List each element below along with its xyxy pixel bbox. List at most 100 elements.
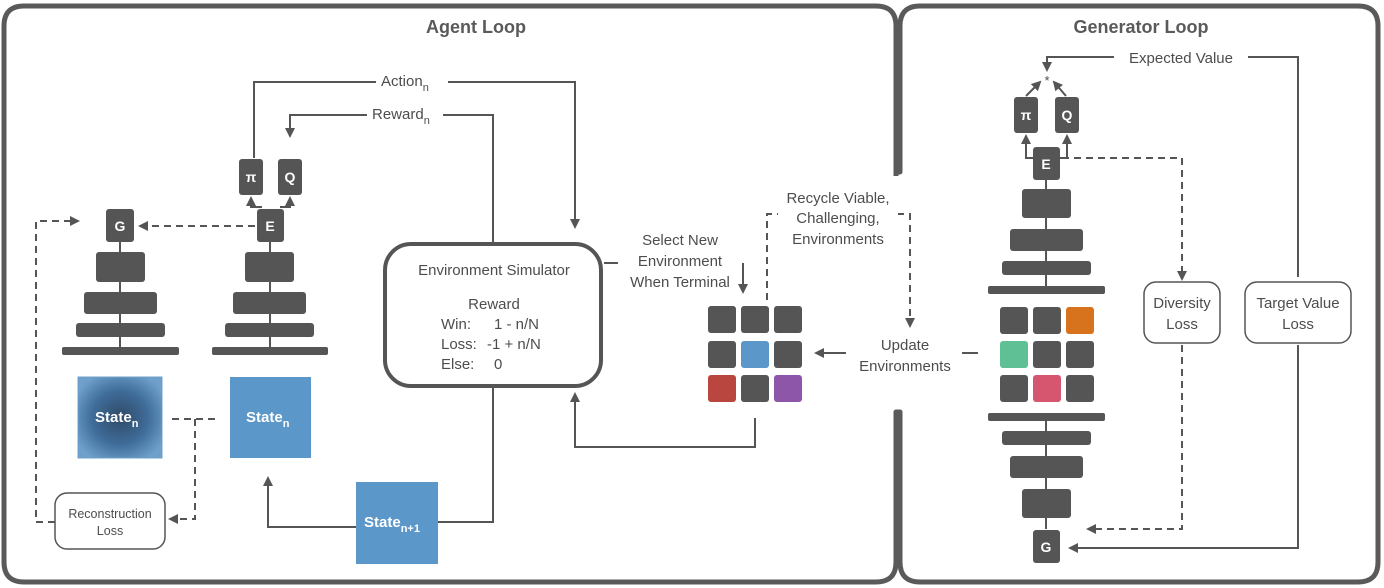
reward-arrow — [285, 114, 494, 243]
env-cell — [741, 306, 769, 333]
gen-g-box — [1033, 530, 1060, 563]
action-label: Actionn — [381, 73, 429, 94]
gen-q-box — [1055, 97, 1079, 133]
gen-layer-4 — [988, 286, 1105, 294]
agent-g-box — [106, 209, 134, 242]
gen-g-label: G — [1041, 539, 1052, 555]
reward-label-bg — [367, 104, 443, 126]
gen-env-cell-green — [1000, 341, 1028, 368]
action-arrow — [253, 81, 580, 229]
simulator-title: Environment Simulator — [418, 262, 570, 279]
gen-layer-8 — [1022, 489, 1071, 518]
env-cell — [708, 341, 736, 368]
expected-value-arrow — [1042, 56, 1299, 277]
gen-env-cell — [1066, 375, 1094, 402]
recon-dashed-down — [168, 419, 196, 524]
gen-env-cell — [1033, 341, 1061, 368]
select-line1: Select New — [642, 232, 718, 249]
expected-value-bg — [1114, 46, 1248, 68]
agent-q-box — [278, 159, 302, 195]
encoder-layer-3 — [225, 323, 314, 337]
env-cell-purple — [774, 375, 802, 402]
current-state-label: Staten — [246, 409, 290, 430]
gen-env-cell — [1000, 375, 1028, 402]
decoder-layer-3 — [76, 323, 165, 337]
gen-pi-box — [1014, 97, 1038, 133]
reconstruction-loss-box — [54, 492, 166, 550]
reconstruction-loss-line1: Reconstruction — [68, 507, 151, 521]
simulator-else-label: Else: — [441, 356, 474, 373]
select-label-bg — [618, 230, 742, 292]
generator-loop-title: Generator Loop — [1073, 17, 1208, 37]
recon-to-g-dashed — [35, 216, 80, 523]
action-label-bg — [376, 70, 448, 92]
diversity-line2: Loss — [1166, 316, 1198, 333]
recycle-line2: Challenging, — [796, 210, 879, 227]
agent-loop-title: Agent Loop — [426, 17, 526, 37]
generated-environment-grid — [1000, 307, 1094, 402]
target-line1: Target Value — [1256, 295, 1339, 312]
agent-pi-label: π — [246, 169, 257, 185]
simulator-loss-value: -1 + n/N — [487, 336, 541, 353]
env-cell-blue — [741, 341, 769, 368]
agent-q-label: Q — [285, 169, 296, 185]
agent-e-box — [257, 209, 284, 242]
update-line2: Environments — [859, 358, 951, 375]
encoder-layer-1 — [245, 252, 294, 282]
gen-q-label: Q — [1062, 107, 1073, 123]
simulator-else-value: 0 — [494, 356, 502, 373]
diversity-to-g-dashed — [1086, 345, 1183, 534]
agent-pi-box — [239, 159, 263, 195]
env-cell-red — [708, 375, 736, 402]
update-line1: Update — [881, 337, 929, 354]
agent-g-label: G — [115, 218, 126, 234]
agent-e-to-pi — [246, 196, 262, 208]
select-line2: Environment — [638, 253, 723, 270]
expected-value-star: * — [1045, 74, 1050, 88]
gen-env-cell — [1066, 341, 1094, 368]
diversity-loss-box — [1143, 281, 1221, 344]
gen-layer-6 — [1002, 431, 1091, 445]
reward-label: Rewardn — [372, 106, 430, 127]
panel-gap-mask — [893, 176, 903, 408]
simulator-reward-heading: Reward — [468, 296, 520, 313]
diversity-line1: Diversity — [1153, 295, 1211, 312]
target-line2: Loss — [1282, 316, 1314, 333]
expected-value-label: Expected Value — [1129, 50, 1233, 67]
env-cell — [774, 341, 802, 368]
reconstructed-state-box — [77, 376, 163, 459]
encoder-layer-4 — [212, 347, 328, 355]
select-line3: When Terminal — [630, 274, 730, 291]
pi-to-star — [1025, 80, 1042, 97]
next-state-label: Staten+1 — [364, 514, 420, 535]
simulator-to-next-state — [438, 386, 494, 523]
env-cell — [741, 375, 769, 402]
recycle-label-bg — [778, 184, 898, 250]
reconstruction-loss-line2: Loss — [97, 524, 123, 538]
pool-to-simulator — [570, 392, 756, 448]
environment-pool-grid — [708, 306, 802, 402]
gen-layer-1 — [1022, 189, 1071, 218]
gen-layer-7 — [1010, 456, 1083, 478]
next-state-to-state — [263, 476, 356, 528]
simulator-win-value: 1 - n/N — [494, 316, 539, 333]
target-to-g — [1068, 345, 1299, 553]
env-cell — [708, 306, 736, 333]
env-cell — [774, 306, 802, 333]
gen-env-cell-orange — [1066, 307, 1094, 334]
agent-e-label: E — [265, 218, 274, 234]
gen-e-to-pi — [1021, 134, 1036, 159]
recycle-line1: Recycle Viable, — [786, 190, 889, 207]
update-label-bg — [846, 334, 962, 378]
q-to-star — [1052, 80, 1067, 97]
gen-env-cell-pink — [1033, 375, 1061, 402]
target-value-loss-box — [1244, 281, 1352, 344]
simulator-win-label: Win: — [441, 316, 471, 333]
next-state-box — [356, 482, 438, 564]
reconstructed-state-label: Staten — [95, 409, 139, 430]
decoder-layer-1 — [96, 252, 145, 282]
encoder-layer-2 — [233, 292, 306, 314]
gen-layer-3 — [1002, 261, 1091, 275]
gen-layer-2 — [1010, 229, 1083, 251]
